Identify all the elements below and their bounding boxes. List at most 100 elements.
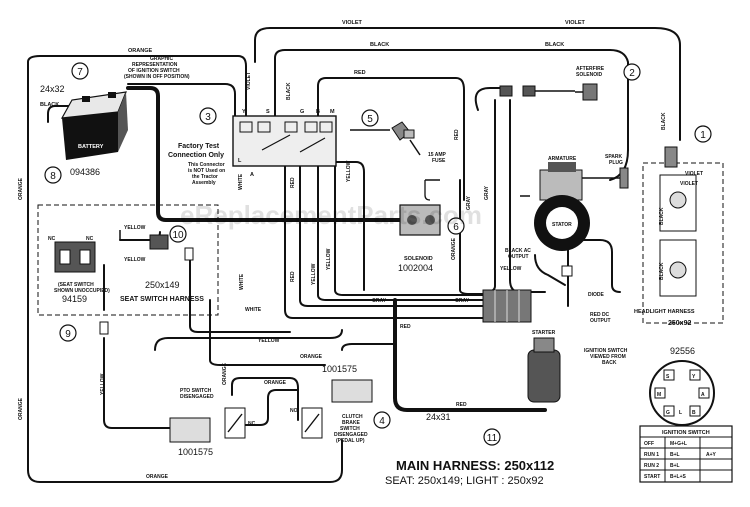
svg-text:B: B: [316, 109, 320, 115]
afterfire-label: AFTERFIRE SOLENOID: [576, 66, 605, 78]
svg-text:VIOLET: VIOLET: [680, 181, 698, 187]
svg-text:RED: RED: [354, 70, 366, 76]
svg-text:RED: RED: [400, 324, 411, 330]
svg-text:8: 8: [50, 171, 56, 182]
svg-text:NC: NC: [248, 421, 256, 427]
callout-4: 4: [373, 411, 391, 429]
solenoid-label: SOLENOID: [404, 256, 433, 262]
wire-labels: VIOLET VIOLET BLACK BLACK ORANGE RED YEL…: [124, 20, 698, 480]
wires: [27, 27, 681, 483]
svg-text:M: M: [657, 392, 661, 398]
battery-label: BATTERY: [78, 144, 104, 150]
fuse: [350, 121, 421, 156]
headlights: [659, 146, 697, 297]
headlight-harness-label: HEADLIGHT HARNESS: [634, 309, 695, 315]
callout-7: 7: [71, 62, 89, 80]
svg-text:B+L+S: B+L+S: [670, 474, 687, 480]
starter: [527, 337, 561, 403]
svg-text:RED: RED: [456, 402, 467, 408]
svg-text:11: 11: [487, 433, 498, 444]
svg-text:RUN 1: RUN 1: [644, 452, 659, 458]
pto-switch-label: PTO SWITCH DISENGAGED: [180, 388, 214, 400]
callout-1: 1: [694, 125, 712, 143]
svg-text:YELLOW: YELLOW: [311, 263, 317, 285]
starter-label: STARTER: [532, 330, 556, 336]
callout-8: 8: [44, 166, 62, 184]
svg-text:S: S: [266, 109, 270, 115]
svg-text:5: 5: [367, 114, 373, 125]
svg-text:YELLOW: YELLOW: [258, 338, 280, 344]
svg-text:4: 4: [379, 416, 385, 427]
svg-text:BLACK: BLACK: [661, 112, 667, 130]
headlight-harness-frame: [642, 162, 724, 324]
harness-subtitle: SEAT: 250x149; LIGHT : 250x92: [385, 475, 544, 487]
svg-text:GRAY: GRAY: [455, 298, 470, 304]
svg-text:GRAY: GRAY: [372, 298, 387, 304]
solenoid-pn: 1002004: [398, 263, 433, 273]
clutch-switch-label: CLUTCH BRAKE SWITCH DISENGAGED (PEDAL UP…: [334, 414, 369, 444]
svg-text:RUN 2: RUN 2: [644, 463, 659, 469]
battery-pn: 094386: [70, 167, 100, 177]
svg-text:VIOLET: VIOLET: [246, 72, 252, 90]
ign-table-header: IGNITION SWITCH: [662, 430, 710, 436]
svg-text:BLACK: BLACK: [286, 82, 292, 100]
svg-text:M+G+L: M+G+L: [670, 441, 687, 447]
solenoid: [399, 179, 441, 236]
svg-text:RED: RED: [454, 129, 460, 140]
svg-text:ORANGE: ORANGE: [18, 397, 24, 420]
svg-text:A: A: [250, 172, 254, 178]
seat-harness-frame: [37, 204, 219, 316]
svg-text:GRAY: GRAY: [466, 195, 472, 210]
svg-text:ORANGE: ORANGE: [18, 177, 24, 200]
svg-text:B+L: B+L: [670, 452, 680, 458]
battery-cable: [126, 86, 422, 222]
pto-switch: [169, 407, 246, 443]
graphic-rep-label: GRAPHIC REPRESENTATION OF IGNITION SWITC…: [124, 56, 190, 80]
svg-text:RED: RED: [290, 271, 296, 282]
svg-text:ORANGE: ORANGE: [264, 380, 287, 386]
callout-11: 11: [483, 428, 501, 446]
clutch-switch: [301, 379, 373, 439]
svg-text:NC: NC: [86, 236, 94, 242]
svg-text:10: 10: [172, 230, 184, 241]
svg-text:START: START: [644, 474, 660, 480]
callout-5: 5: [361, 109, 379, 127]
seat-harness-pn: 250x149: [145, 280, 180, 290]
svg-text:ORANGE: ORANGE: [451, 237, 457, 260]
svg-text:BLACK: BLACK: [370, 42, 389, 48]
svg-text:ORANGE: ORANGE: [128, 48, 152, 54]
callout-2: 2: [623, 63, 641, 81]
seat-switch-harness-label: SEAT SWITCH HARNESS: [120, 296, 204, 303]
clutch-switch-pn: 1001575: [322, 364, 357, 374]
svg-text:WHITE: WHITE: [239, 273, 245, 290]
svg-text:ORANGE: ORANGE: [300, 354, 323, 360]
svg-text:G: G: [300, 109, 304, 115]
spark-plug-label: SPARK PLUG: [605, 154, 624, 166]
battery: BATTERY: [60, 91, 128, 160]
svg-text:ORANGE: ORANGE: [146, 474, 169, 480]
callout-9: 9: [59, 324, 77, 342]
ignition-switch-back: S Y M A G B L: [649, 360, 715, 426]
svg-text:YELLOW: YELLOW: [326, 248, 332, 270]
wire-orange-bottom: [27, 439, 343, 483]
ignition-switch-graphic: Y S G B M L A: [232, 109, 337, 178]
seat-switch-pn: 94159: [62, 294, 87, 304]
ign-view-label: IGNITION SWITCH VIEWED FROM BACK: [584, 348, 629, 366]
dashed-frames: [37, 162, 724, 324]
wire-yellow-left: [103, 337, 176, 429]
battery-black-label: BLACK: [40, 102, 59, 108]
svg-text:A+Y: A+Y: [706, 452, 717, 458]
svg-text:VIOLET: VIOLET: [342, 20, 363, 26]
svg-text:A: A: [701, 392, 705, 398]
pto-switch-pn: 1001575: [178, 447, 213, 457]
wire-violet-top: [254, 27, 681, 141]
svg-text:YELLOW: YELLOW: [124, 225, 146, 231]
svg-text:YELLOW: YELLOW: [100, 373, 106, 395]
diode: [561, 265, 573, 277]
watermark: eReplacementParts.com: [180, 200, 482, 230]
svg-text:NO: NO: [290, 408, 298, 414]
svg-text:S: S: [666, 374, 670, 380]
svg-text:B+L: B+L: [670, 463, 680, 469]
svg-text:YELLOW: YELLOW: [124, 257, 146, 263]
